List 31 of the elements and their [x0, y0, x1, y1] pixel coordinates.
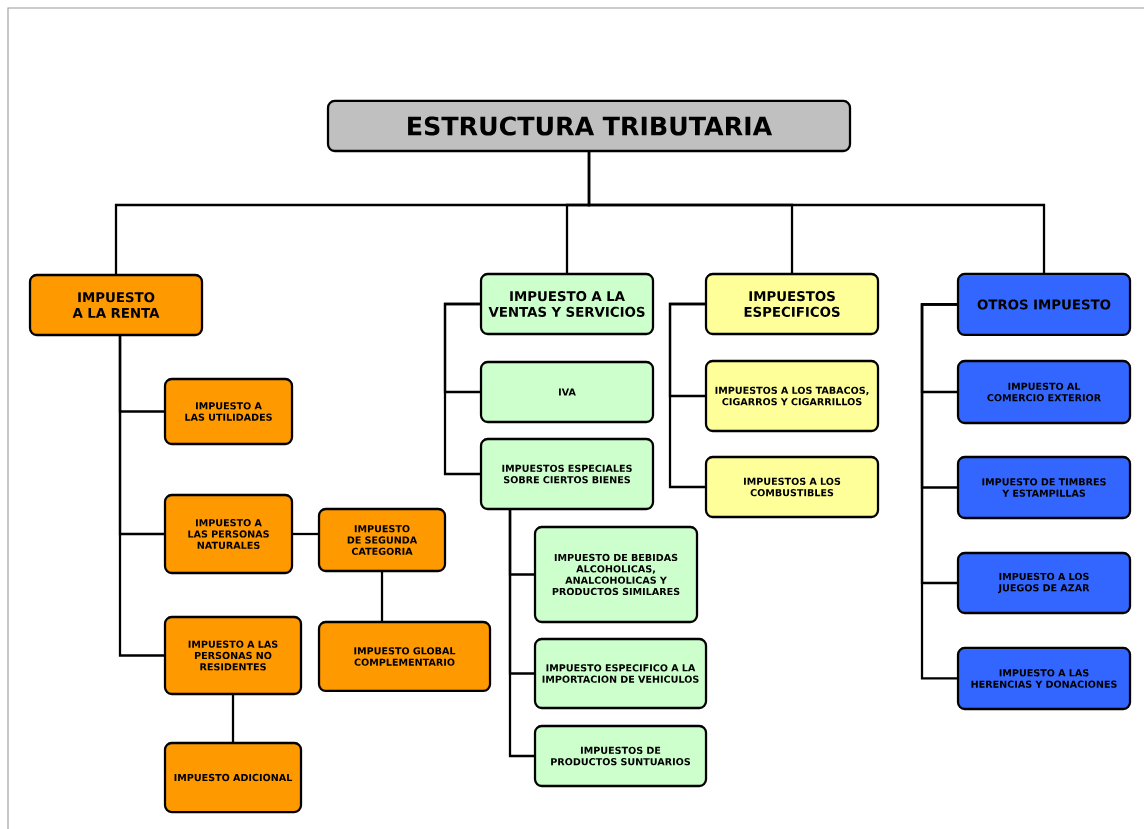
connector-line — [443, 302, 481, 476]
category-box: IMPUESTOS ESPECIFICOS — [704, 272, 880, 336]
connector-line — [231, 694, 235, 743]
category-box: OTROS IMPUESTO — [956, 272, 1132, 337]
connector-line — [668, 302, 706, 489]
tax-box: IMPUESTO DE TIMBRES Y ESTAMPILLAS — [956, 455, 1132, 520]
tax-box: IVA — [479, 360, 655, 424]
category-box: IMPUESTO A LA VENTAS Y SERVICIOS — [479, 272, 655, 336]
connector-line — [380, 571, 384, 622]
category-box: IMPUESTO A LA RENTA — [28, 273, 204, 337]
tax-box: IMPUESTO A LAS PERSONAS NO RESIDENTES — [163, 615, 303, 696]
tax-box: IMPUESTO DE BEBIDAS ALCOHOLICAS, ANALCOHOLICAS Y PRODUCTOS SIMILARES — [533, 525, 699, 624]
title-box: ESTRUCTURA TRIBUTARIA — [326, 99, 852, 153]
tax-box: IMPUESTO DE SEGUNDA CATEGORIA — [317, 507, 447, 573]
tax-box: IMPUESTO ADICIONAL — [163, 741, 303, 814]
tax-box: IMPUESTO A LAS HERENCIAS Y DONACIONES — [956, 646, 1132, 711]
connector-line — [920, 303, 958, 680]
tax-box: IMPUESTOS A LOS TABACOS, CIGARROS Y CIGARRILLOS — [704, 359, 880, 433]
connector-line — [118, 335, 165, 657]
tax-box: IMPUESTO AL COMERCIO EXTERIOR — [956, 359, 1132, 425]
connector-line — [292, 532, 319, 536]
tax-box: IMPUESTO GLOBAL COMPLEMENTARIO — [317, 620, 492, 693]
tax-box: IMPUESTO A LOS JUEGOS DE AZAR — [956, 551, 1132, 615]
tax-box: IMPUESTO ESPECIFICO A LA IMPORTACION DE VEHICULOS — [533, 637, 708, 710]
tax-box: IMPUESTOS A LOS COMBUSTIBLES — [704, 455, 880, 519]
connector-line — [508, 509, 535, 758]
tax-box: IMPUESTO A LAS PERSONAS NATURALES — [163, 493, 294, 575]
tax-box: IMPUESTO A LAS UTILIDADES — [163, 377, 294, 446]
tax-box: IMPUESTOS ESPECIALES SOBRE CIERTOS BIENES — [479, 437, 655, 511]
connector-line — [587, 151, 1046, 274]
tax-box: IMPUESTOS DE PRODUCTOS SUNTUARIOS — [533, 724, 708, 788]
